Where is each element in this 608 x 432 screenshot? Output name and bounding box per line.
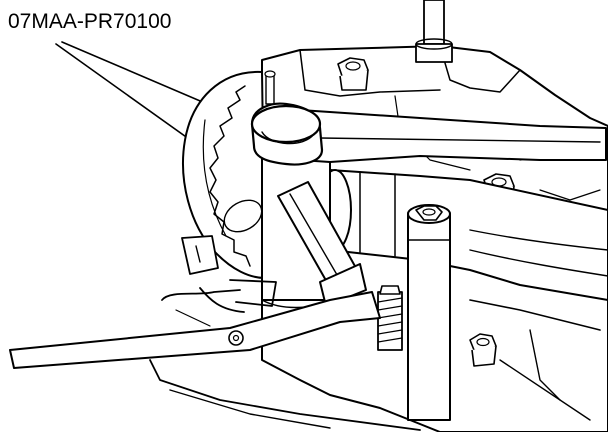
holder-bar-lower <box>9 291 381 369</box>
lower-casting <box>149 299 601 431</box>
threaded-adjuster <box>377 285 403 351</box>
lower-left-bracket <box>161 235 277 313</box>
tool-part-number-label: 07MAA-PR70100 <box>8 10 171 33</box>
tool-handle-knob <box>250 102 324 166</box>
tool-angled-shaft <box>277 181 367 307</box>
camshaft-sprocket <box>182 70 266 279</box>
adjusting-screw-column <box>407 204 451 421</box>
socket-extension <box>415 0 453 63</box>
